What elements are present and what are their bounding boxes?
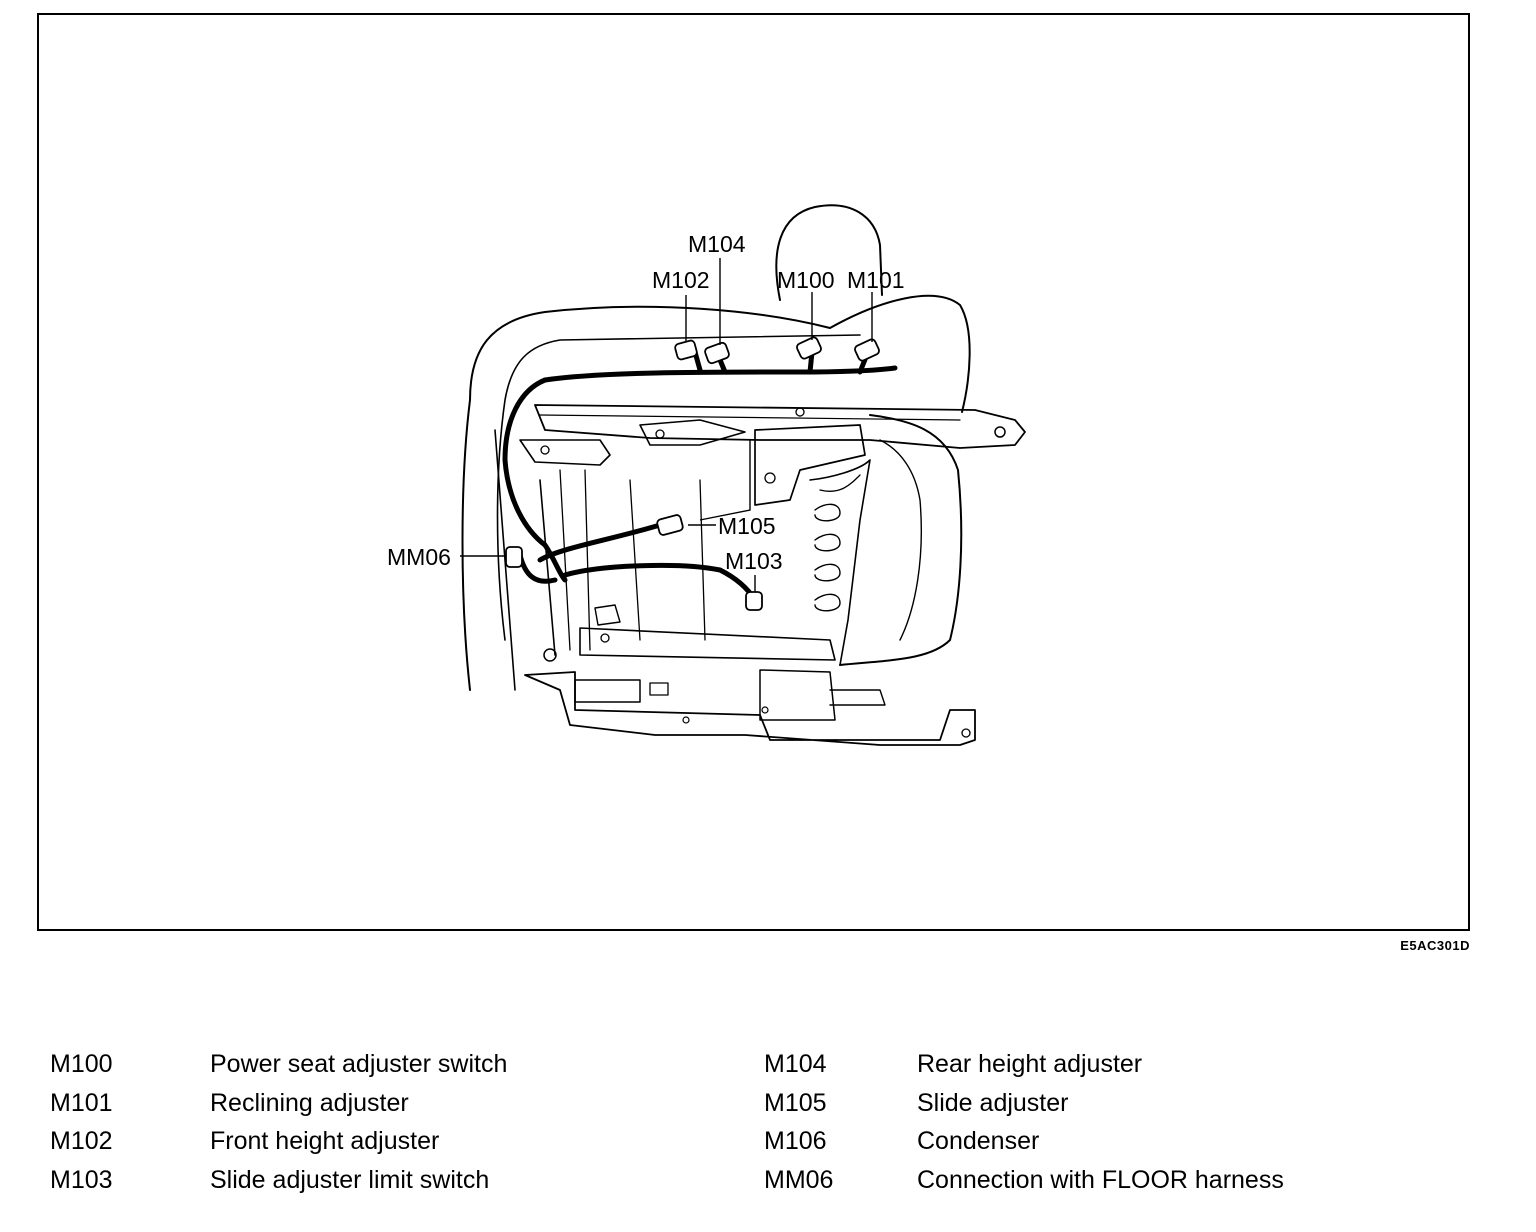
- connector-mm06: [505, 546, 523, 568]
- leader-lines: [460, 258, 873, 592]
- callout-mm06: MM06: [387, 544, 451, 570]
- callout-m103: M103: [725, 548, 783, 574]
- center-plate: [754, 424, 866, 506]
- lower-slide-rail: [524, 671, 976, 746]
- seat-back-outline: [461, 294, 971, 691]
- upper-frame-rail: [534, 404, 1026, 449]
- callout-m105: M105: [718, 513, 776, 539]
- connector-m104: [704, 341, 730, 365]
- legend-code: M105: [764, 1089, 827, 1117]
- connector-m102: [674, 339, 698, 361]
- connector-m103: [745, 591, 763, 611]
- legend-description: Connection with FLOOR harness: [917, 1166, 1284, 1194]
- legend-code: MM06: [764, 1166, 834, 1194]
- legend-description: Front height adjuster: [210, 1127, 440, 1155]
- wiring-harness: [502, 349, 898, 603]
- figure-id: E5AC301D: [1400, 938, 1470, 953]
- headrest-outline: [775, 204, 883, 301]
- seat-cushion-outline: [839, 414, 963, 666]
- connectors: [505, 336, 880, 611]
- connector-m100: [796, 336, 822, 360]
- legend-code: M106: [764, 1127, 827, 1155]
- legend-description: Power seat adjuster switch: [210, 1050, 508, 1078]
- legend-description: Condenser: [917, 1127, 1040, 1155]
- callout-m104: M104: [688, 231, 746, 257]
- callout-m102: M102: [652, 267, 710, 293]
- legend-code: M100: [50, 1050, 113, 1078]
- legend-description: Slide adjuster: [917, 1089, 1069, 1117]
- diagram-frame: [37, 13, 1470, 931]
- legend-description: Reclining adjuster: [210, 1089, 409, 1117]
- seat-back-inner: [496, 334, 861, 641]
- legend-description: Rear height adjuster: [917, 1050, 1143, 1078]
- legend-description: Slide adjuster limit switch: [210, 1166, 490, 1194]
- legend-code: M103: [50, 1166, 113, 1194]
- legend-code: M102: [50, 1127, 113, 1155]
- connector-m101: [854, 338, 880, 362]
- connector-m105: [656, 514, 684, 536]
- callout-m101: M101: [847, 267, 905, 293]
- legend-code: M104: [764, 1050, 827, 1078]
- legend-code: M101: [50, 1089, 113, 1117]
- callout-m100: M100: [777, 267, 835, 293]
